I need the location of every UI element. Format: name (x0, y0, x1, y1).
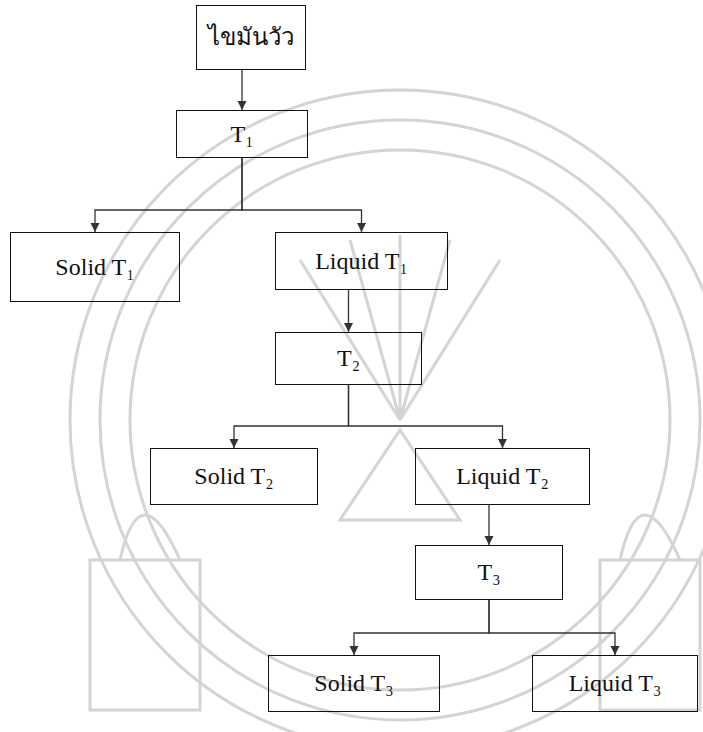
arrow-head (485, 536, 494, 545)
arrow-head (498, 439, 507, 448)
flow-connector (238, 70, 247, 110)
connector-line (234, 385, 349, 448)
flow-connector (344, 290, 353, 332)
box-label: Liquid T₂ (456, 463, 549, 489)
box-label: Solid T₃ (314, 670, 393, 696)
process-box: Solid T₂ (150, 448, 318, 505)
connector-line (489, 600, 615, 655)
flow-connector (230, 385, 349, 448)
process-box: T₃ (415, 545, 563, 600)
arrow-head (611, 646, 620, 655)
process-box: T₁ (176, 110, 308, 158)
arrow-head (91, 223, 100, 232)
flow-connector (349, 385, 508, 448)
box-label: T₁ (230, 121, 253, 147)
box-label: T₃ (477, 559, 500, 585)
connector-line (354, 600, 489, 655)
box-label: T₂ (337, 345, 360, 371)
box-label: Liquid T₃ (569, 670, 662, 696)
connector-line (349, 385, 503, 448)
arrow-head (238, 101, 247, 110)
flow-connector (91, 158, 243, 232)
process-box: T₂ (275, 332, 422, 385)
watermark-arcs (70, 90, 703, 732)
flow-connector (489, 600, 620, 655)
process-box: Liquid T₂ (415, 448, 590, 505)
connector-line (242, 158, 362, 232)
process-box: Liquid T₁ (275, 232, 448, 290)
process-box: Liquid T₃ (532, 655, 698, 712)
arrow-head (357, 223, 366, 232)
arrow-head (230, 439, 239, 448)
flow-connector (350, 600, 490, 655)
box-label: Solid T₁ (55, 254, 134, 280)
arrow-head (344, 323, 353, 332)
connector-line (95, 158, 242, 232)
process-box: ไขมันวัว (196, 5, 306, 70)
arrow-head (350, 646, 359, 655)
flow-connector (485, 505, 494, 545)
box-label: ไขมันวัว (208, 24, 294, 50)
box-label: Liquid T₁ (315, 248, 408, 274)
flow-connector (242, 158, 366, 232)
box-label: Solid T₂ (194, 463, 273, 489)
process-box: Solid T₃ (268, 655, 440, 712)
process-box: Solid T₁ (10, 232, 180, 302)
